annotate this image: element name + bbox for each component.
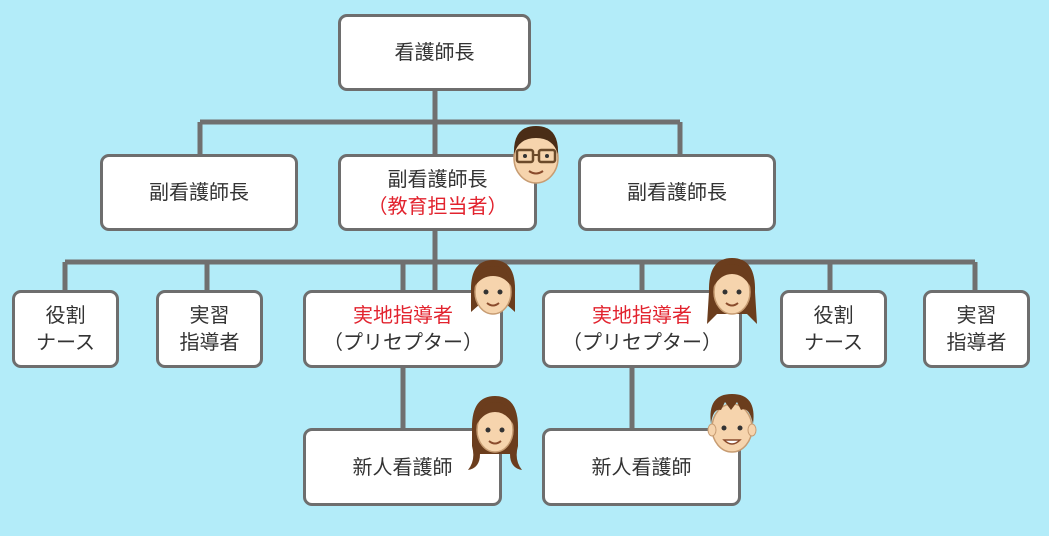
preceptor-line1: 実地指導者 [353, 303, 453, 327]
vice-head-nurse-label: 副看護師長 [627, 180, 727, 204]
education-officer-label: （教育担当者） [367, 193, 508, 218]
vice-head-nurse-label: 副看護師長 [149, 180, 249, 204]
role-nurse-line1: 役割 [813, 303, 854, 327]
role-nurse-right-box: 役割 ナース [780, 290, 887, 368]
preceptor-line2: （プリセプター） [323, 330, 483, 354]
woman-avatar-icon [468, 396, 522, 470]
vice-head-nurse-education-box: 副看護師長 （教育担当者） [338, 154, 537, 231]
new-nurse-right-box: 新人看護師 [542, 428, 741, 506]
head-nurse-label: 看護師長 [394, 40, 475, 64]
woman-avatar-icon [470, 260, 516, 315]
role-nurse-line2: ナース [804, 330, 863, 354]
head-nurse-box: 看護師長 [338, 14, 531, 91]
preceptor-left-box: 実地指導者 （プリセプター） [303, 290, 503, 368]
vice-head-nurse-left-box: 副看護師長 [100, 154, 298, 231]
new-nurse-label: 新人看護師 [352, 454, 453, 479]
preceptor-line2: （プリセプター） [562, 330, 722, 354]
training-instructor-line2: 指導者 [179, 330, 240, 354]
man-with-glasses-avatar-icon [513, 126, 559, 184]
vice-head-nurse-right-box: 副看護師長 [578, 154, 776, 231]
new-nurse-left-box: 新人看護師 [303, 428, 502, 506]
training-instructor-left-box: 実習 指導者 [156, 290, 263, 368]
training-instructor-line2: 指導者 [946, 330, 1007, 354]
role-nurse-line1: 役割 [45, 303, 86, 327]
training-instructor-right-box: 実習 指導者 [923, 290, 1030, 368]
vice-head-nurse-label: 副看護師長 [387, 166, 488, 191]
training-instructor-line1: 実習 [189, 303, 230, 327]
man-avatar-icon [707, 394, 757, 453]
woman-avatar-icon [707, 258, 757, 324]
training-instructor-line1: 実習 [956, 303, 997, 327]
preceptor-line1: 実地指導者 [592, 303, 692, 327]
role-nurse-line2: ナース [36, 330, 95, 354]
new-nurse-label: 新人看護師 [591, 454, 692, 479]
role-nurse-left-box: 役割 ナース [12, 290, 119, 368]
